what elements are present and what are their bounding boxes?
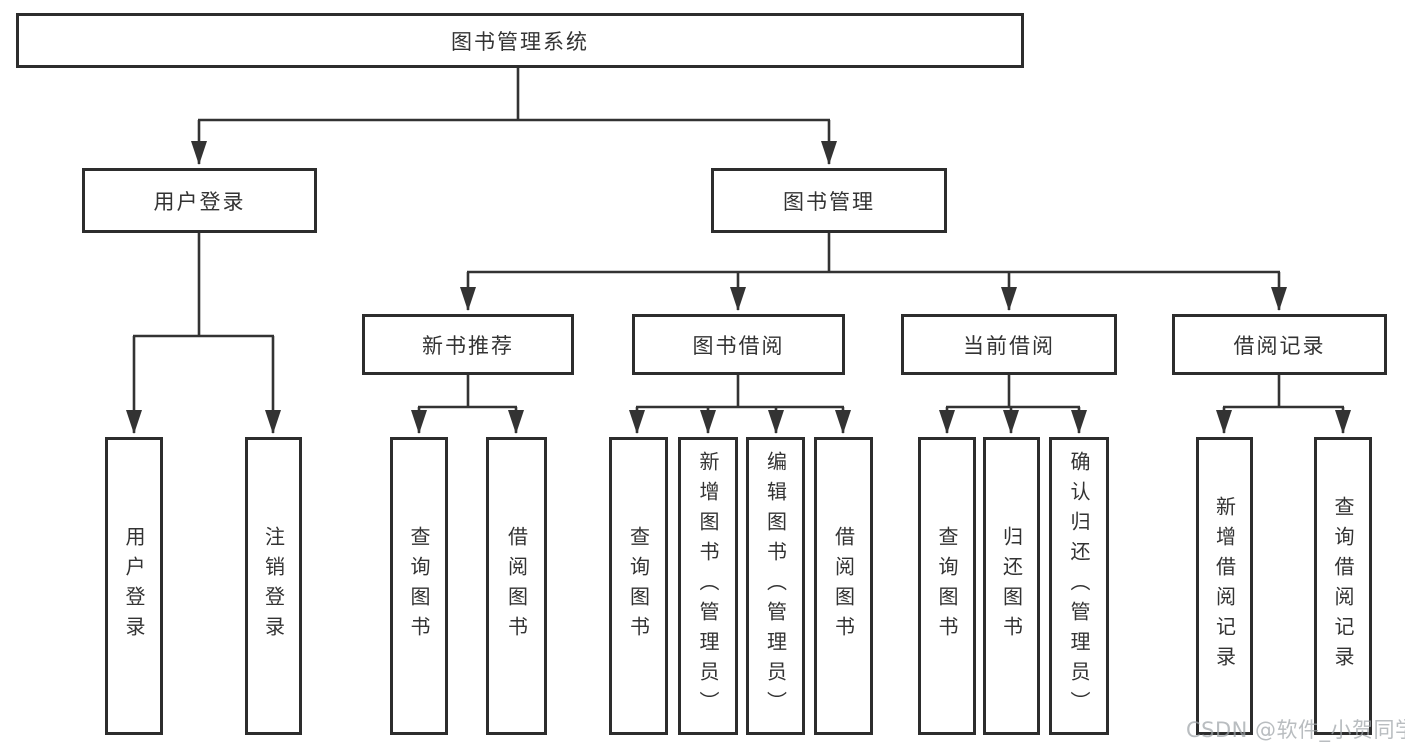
leaf-user-login-label: 用户登录: [122, 526, 146, 646]
leaf-add-book-admin-label: 新增图书（管理员）: [696, 451, 720, 721]
node-book-borrow-label: 图书借阅: [692, 333, 785, 358]
node-current-borrow-label: 当前借阅: [963, 333, 1055, 358]
leaf-add-borrow-record-label: 新增借阅记录: [1212, 496, 1237, 676]
leaf-logout-login-label: 注销登录: [261, 526, 286, 646]
leaf-confirm-return-admin-label: 确认归还（管理员）: [1067, 451, 1091, 721]
leaf-logout-login: 注销登录: [245, 437, 302, 735]
node-book-management: 图书管理: [711, 168, 947, 233]
leaf-query-book-recommend: 查询图书: [390, 437, 448, 735]
node-borrow-record-label: 借阅记录: [1233, 333, 1326, 358]
leaf-borrow-book-label: 借阅图书: [831, 526, 856, 646]
node-user-login: 用户登录: [82, 168, 317, 233]
leaf-return-book-label: 归还图书: [999, 526, 1024, 646]
csdn-watermark: CSDN @软件_小贺同学: [1186, 718, 1405, 742]
leaf-user-login: 用户登录: [105, 437, 163, 735]
node-root: 图书管理系统: [16, 13, 1024, 68]
leaf-borrow-book: 借阅图书: [814, 437, 873, 735]
leaf-edit-book-admin: 编辑图书（管理员）: [746, 437, 805, 735]
leaf-query-borrow-record: 查询借阅记录: [1314, 437, 1372, 735]
leaf-query-book-current-label: 查询图书: [935, 526, 959, 646]
leaf-query-borrow-record-label: 查询借阅记录: [1331, 496, 1355, 676]
leaf-edit-book-admin-label: 编辑图书（管理员）: [763, 451, 788, 721]
leaf-borrow-book-recommend: 借阅图书: [486, 437, 547, 735]
leaf-query-book-borrow: 查询图书: [609, 437, 668, 735]
node-current-borrow: 当前借阅: [901, 314, 1117, 375]
leaf-query-book-recommend-label: 查询图书: [407, 526, 431, 646]
leaf-return-book: 归还图书: [983, 437, 1040, 735]
leaf-add-borrow-record: 新增借阅记录: [1196, 437, 1253, 735]
node-borrow-record: 借阅记录: [1172, 314, 1387, 375]
leaf-query-book-borrow-label: 查询图书: [626, 526, 651, 646]
node-user-login-label: 用户登录: [153, 189, 246, 214]
node-root-label: 图书管理系统: [451, 29, 589, 54]
leaf-confirm-return-admin: 确认归还（管理员）: [1049, 437, 1109, 735]
node-book-management-label: 图书管理: [783, 189, 875, 214]
leaf-borrow-book-recommend-label: 借阅图书: [504, 526, 529, 646]
leaf-add-book-admin: 新增图书（管理员）: [678, 437, 738, 735]
node-new-book-recommend: 新书推荐: [362, 314, 574, 375]
leaf-query-book-current: 查询图书: [918, 437, 976, 735]
node-book-borrow: 图书借阅: [632, 314, 845, 375]
node-new-book-recommend-label: 新书推荐: [422, 333, 514, 358]
